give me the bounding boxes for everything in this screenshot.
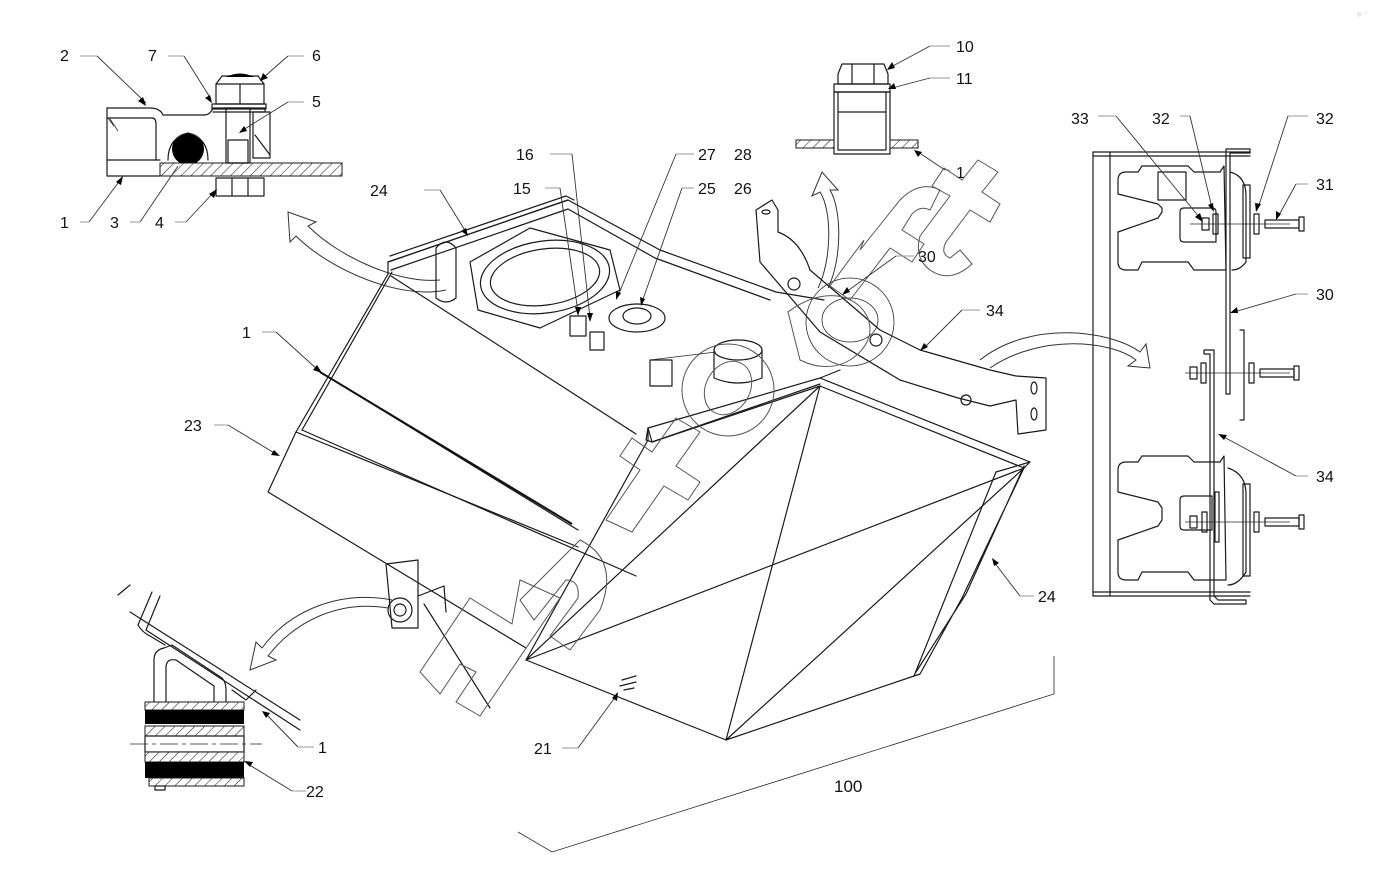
bolt-middle [1185,362,1300,384]
detail-bushing-leaders [244,711,314,792]
callout-34-detail: 34 [1316,469,1334,486]
callout-15: 15 [513,181,531,198]
callout-33: 33 [1071,111,1089,128]
callout-22: 22 [306,784,324,801]
callout-25: 25 [698,181,716,198]
callout-21: 21 [534,741,552,758]
detail-bushing [117,584,301,791]
rubber-upper [145,710,244,724]
callout-34-main: 34 [986,303,1004,320]
callout-32-right: 32 [1316,111,1334,128]
callout-10: 10 [956,39,974,56]
callout-24-side: 24 [1038,589,1056,606]
main-labels: 24 16 15 27 28 25 26 30 34 1 23 24 21 [184,147,1056,758]
callout-30-detail: 30 [1316,287,1334,304]
hatched-plate [159,162,343,177]
callout-32-left: 32 [1152,111,1170,128]
detail-drain-plug [795,63,919,155]
callout-11: 11 [956,71,973,88]
callout-28: 28 [734,147,752,164]
callout-23: 23 [184,418,202,435]
detail-bracket-labels: 33 32 32 31 30 34 [1071,111,1334,486]
main-leaders [214,153,1034,749]
callout-3: 3 [110,215,119,232]
callout-2: 2 [60,48,69,65]
corner-mark: © ... [1356,7,1369,19]
detail-plug-labels: 10 11 1 [956,39,974,182]
callout-24-top: 24 [370,183,388,200]
dimension-label: 100 [834,777,862,796]
detail-bracket-leaders [1098,115,1308,477]
dimension-line: 100 [517,656,1055,853]
detail-seal-leaders [80,55,304,223]
callout-1-main: 1 [242,325,251,342]
detail-seal-section [106,73,343,197]
watermark-outline [419,159,1001,717]
callout-1-bushing: 1 [318,740,327,757]
callout-16: 16 [516,147,534,164]
detail-seal-labels: 2 7 6 5 1 3 4 [60,48,321,232]
callout-27: 27 [698,147,716,164]
detail-arrows [249,171,1151,671]
o-ring [172,133,204,165]
callout-1-plug: 1 [956,165,965,182]
rubber-lower [145,762,244,778]
bolt-upper [1190,213,1305,235]
detail-bracket-side [1092,148,1305,605]
callout-5: 5 [312,94,321,111]
callout-31: 31 [1316,177,1334,194]
fuel-tank [267,195,1047,741]
detail-bushing-labels: 1 22 [306,740,327,801]
callout-26: 26 [734,181,752,198]
callout-4: 4 [155,215,164,232]
callout-30-main: 30 [918,249,936,266]
detail-plug-leaders [887,45,950,171]
callout-7: 7 [148,48,157,65]
bolt-lower [1185,511,1305,533]
callout-6: 6 [312,48,321,65]
callout-1: 1 [60,215,69,232]
